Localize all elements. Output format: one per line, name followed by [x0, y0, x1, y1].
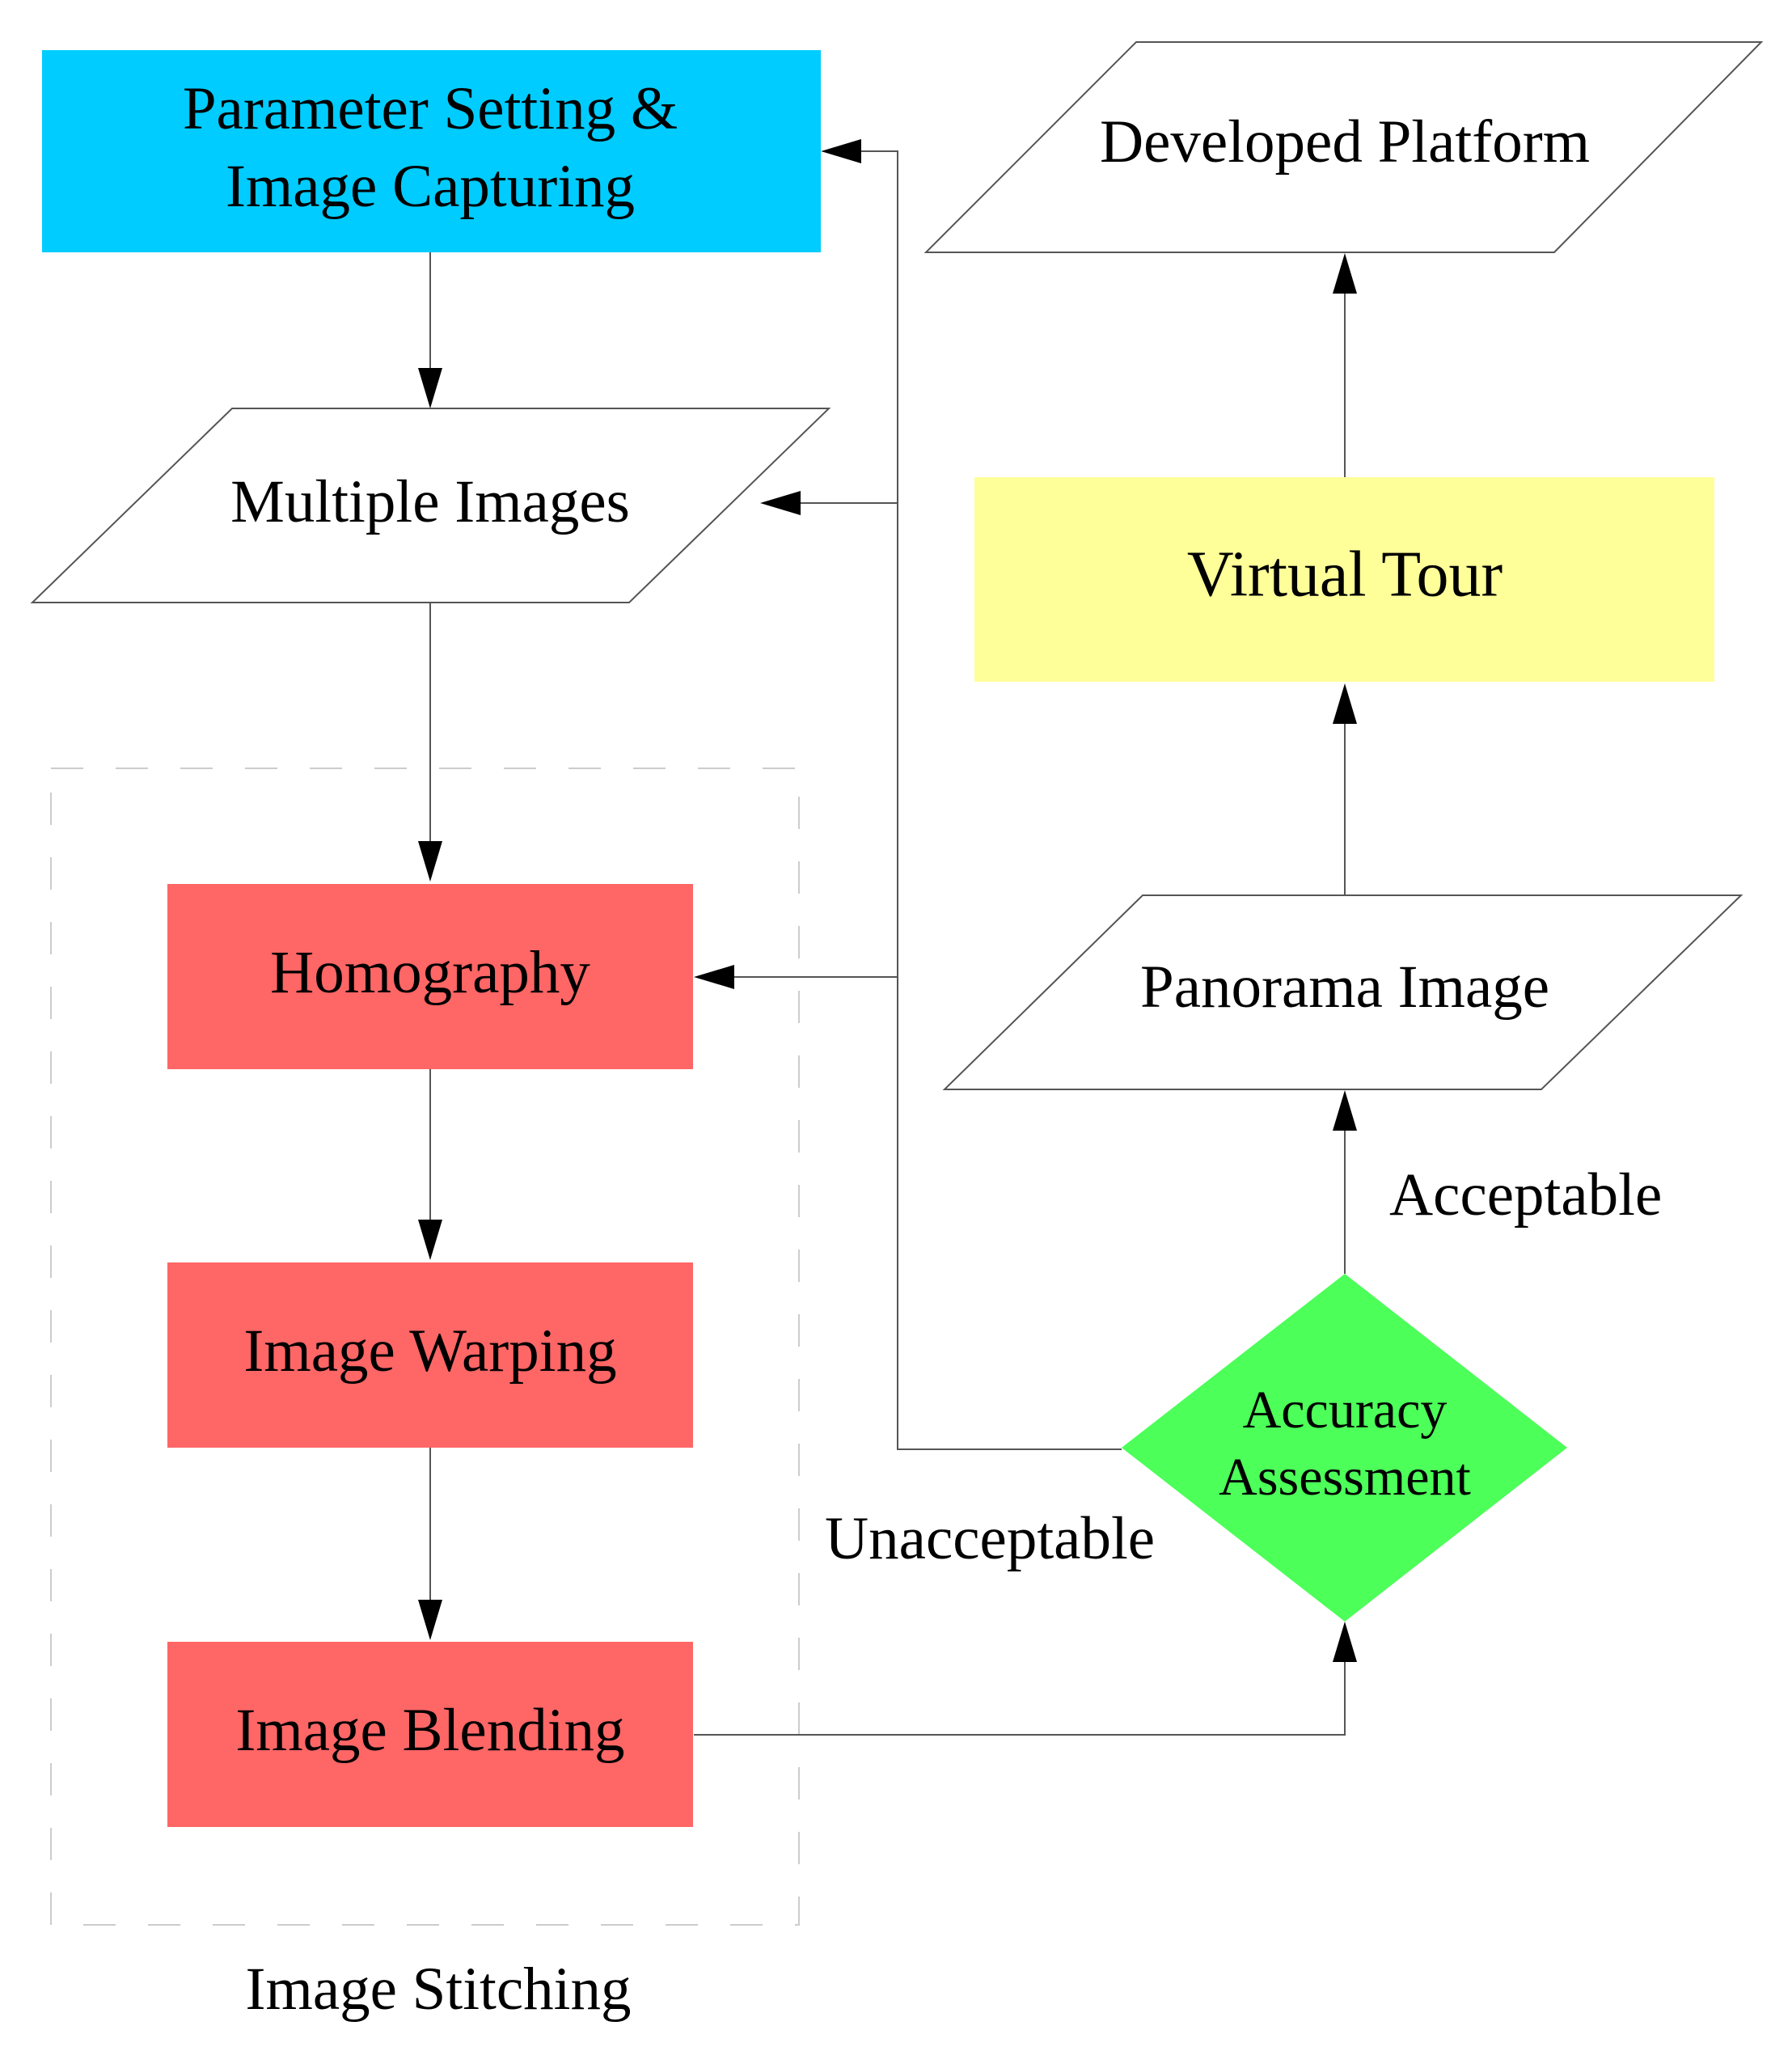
multiple-images-shape — [30, 408, 831, 603]
accuracy-assessment-label-line1: Accuracy — [1243, 1381, 1448, 1440]
developed-platform-shape — [923, 41, 1764, 253]
parameter-setting-box — [42, 50, 821, 252]
accuracy-assessment-node: Accuracy Assessment — [1122, 1274, 1567, 1622]
multiple-images-node: Multiple Images — [30, 408, 831, 603]
accuracy-assessment-diamond — [1122, 1274, 1567, 1622]
image-stitching-group-label: Image Stitching — [246, 1956, 632, 2023]
image-blending-box — [167, 1642, 693, 1827]
developed-platform-node: Developed Platform — [923, 41, 1764, 253]
panorama-image-node: Panorama Image — [942, 894, 1743, 1090]
edge-panorama-to-virtual-tour — [1333, 683, 1357, 895]
developed-platform-label: Developed Platform — [1100, 108, 1590, 176]
image-warping-box — [167, 1262, 693, 1448]
virtual-tour-node: Virtual Tour — [974, 477, 1714, 682]
edge-warping-to-blending — [418, 1448, 442, 1640]
edge-feedback-loop — [694, 139, 1122, 1450]
edge-assessment-to-panorama — [1333, 1090, 1357, 1274]
image-stitching-group-border — [50, 768, 800, 1926]
image-warping-node: Image Warping — [167, 1262, 693, 1448]
image-blending-label: Image Blending — [235, 1697, 624, 1764]
acceptable-edge-label: Acceptable — [1389, 1161, 1662, 1229]
edge-blending-to-assessment — [694, 1622, 1357, 1736]
edge-virtual-tour-to-platform — [1333, 253, 1357, 477]
panorama-image-label: Panorama Image — [1140, 954, 1549, 1021]
homography-node: Homography — [167, 884, 693, 1069]
parameter-setting-label-line2: Image Capturing — [226, 153, 635, 220]
edge-multiple-to-homography — [418, 603, 442, 882]
image-blending-node: Image Blending — [167, 1642, 693, 1827]
parameter-setting-node: Parameter Setting & Image Capturing — [42, 50, 821, 252]
accuracy-assessment-label-line2: Assessment — [1219, 1448, 1471, 1507]
virtual-tour-label: Virtual Tour — [1187, 539, 1502, 610]
image-warping-label: Image Warping — [243, 1317, 616, 1385]
homography-box — [167, 884, 693, 1069]
edge-homography-to-warping — [418, 1069, 442, 1260]
unacceptable-edge-label: Unacceptable — [825, 1505, 1155, 1572]
edge-parameter-to-multiple — [418, 252, 442, 408]
homography-label: Homography — [270, 939, 590, 1006]
parameter-setting-label-line1: Parameter Setting & — [183, 75, 678, 142]
virtual-tour-box — [974, 477, 1714, 682]
multiple-images-label: Multiple Images — [230, 468, 630, 535]
panorama-image-shape — [942, 894, 1743, 1090]
